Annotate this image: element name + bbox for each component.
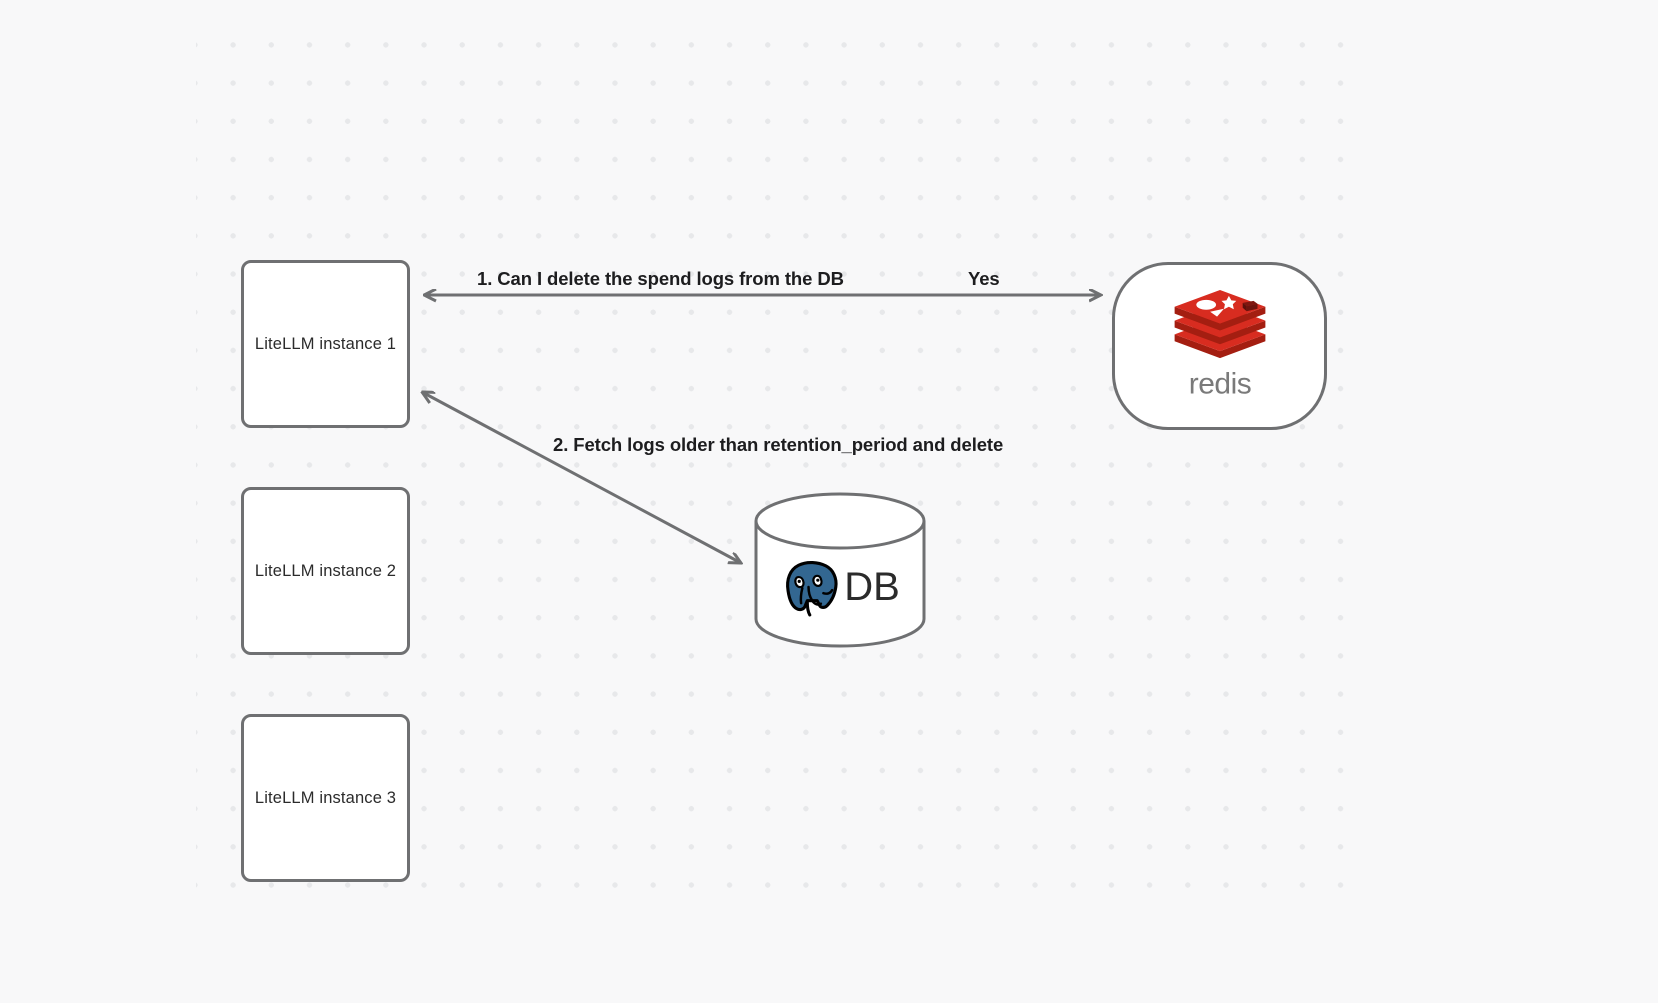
edge-label-step-1: 1. Can I delete the spend logs from the …: [477, 268, 844, 289]
node-litellm-instance-1[interactable]: LiteLLM instance 1: [241, 260, 410, 428]
svg-text:redis: redis: [1188, 368, 1251, 401]
node-litellm-instance-3[interactable]: LiteLLM instance 3: [241, 714, 410, 882]
postgresql-elephant-icon: [786, 561, 838, 617]
redis-wordmark: redis: [1188, 368, 1251, 401]
edge-litellm1-db: [422, 392, 741, 563]
db-label: DB: [844, 565, 900, 609]
edge-label-step-2: 2. Fetch logs older than retention_perio…: [553, 434, 1004, 455]
redis-logo-icon: [1174, 289, 1265, 359]
node-redis[interactable]: redis: [1112, 262, 1327, 430]
edge-label-yes: Yes: [968, 268, 1000, 289]
node-litellm-instance-2[interactable]: LiteLLM instance 2: [241, 487, 410, 655]
node-label: LiteLLM instance 2: [254, 561, 397, 580]
node-label: LiteLLM instance 3: [254, 788, 397, 807]
node-database[interactable]: DB: [753, 492, 927, 648]
node-label: LiteLLM instance 1: [254, 334, 397, 353]
cylinder-shape: [754, 492, 926, 648]
